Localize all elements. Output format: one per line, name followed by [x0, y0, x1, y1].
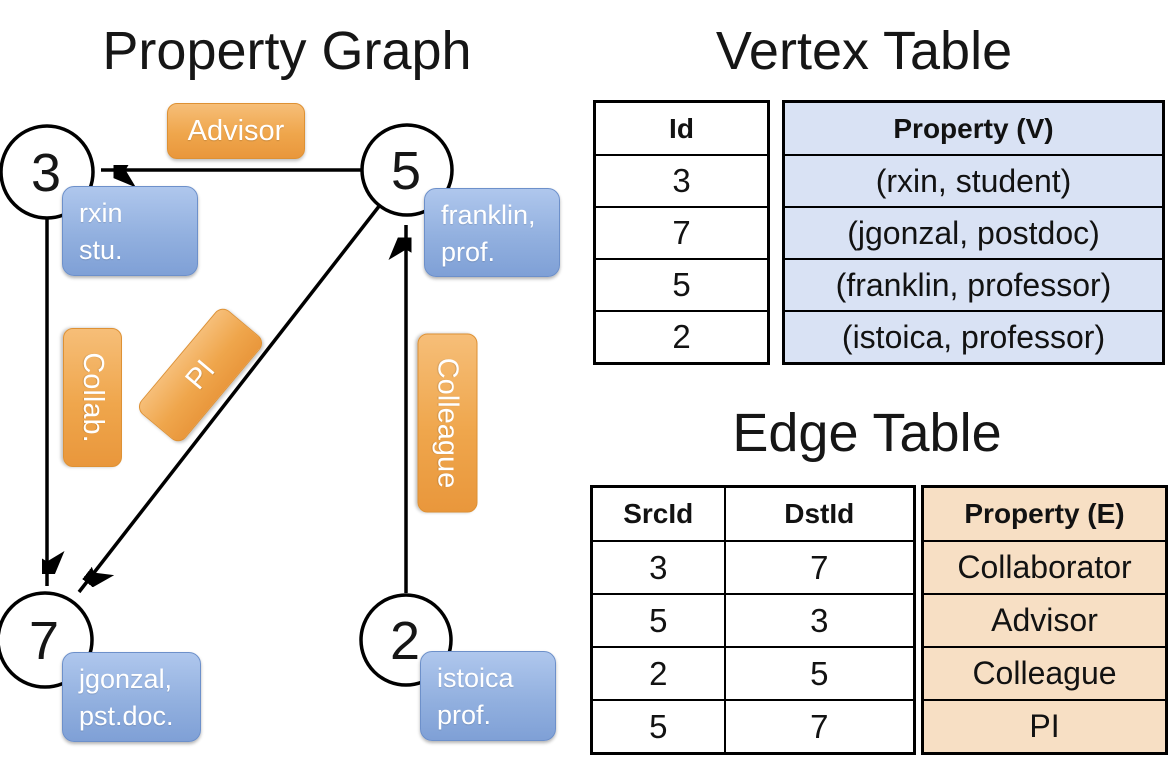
table-row: 5 3 [590, 593, 916, 648]
node-7-property-line2: pst.doc. [79, 701, 174, 731]
edge-label-pi-text: PI [179, 353, 222, 396]
vertex-property-cell: (jgonzal, postdoc) [782, 206, 1165, 260]
node-5-id: 5 [391, 141, 421, 201]
node-5-property-line1: franklin, [441, 200, 536, 230]
node-3-property-line2: stu. [79, 235, 123, 265]
node-7-property-box: jgonzal, pst.doc. [62, 652, 201, 742]
node-2-property-line1: istoica [437, 663, 514, 693]
vertex-table-id-column: Id 3 7 5 2 [593, 100, 770, 365]
edge-dst-cell: 5 [723, 646, 916, 701]
node-7-id: 7 [29, 611, 59, 671]
node-3-property-box: rxin stu. [62, 186, 198, 276]
node-7-property-line1: jgonzal, [79, 664, 173, 694]
node-3-id: 3 [31, 143, 61, 203]
node-2-id: 2 [390, 611, 420, 671]
vertex-table-title: Vertex Table [715, 21, 1013, 81]
vertex-id-cell: 3 [593, 154, 770, 208]
table-row: 3 7 [590, 540, 916, 595]
table-row: 2 [593, 310, 770, 365]
node-2-property-line2: prof. [437, 700, 492, 730]
vertex-id-cell: 5 [593, 258, 770, 312]
vertex-property-cell: (rxin, student) [782, 154, 1165, 208]
property-graph-title: Property Graph [102, 21, 472, 81]
edge-src-cell: 5 [590, 593, 726, 648]
node-3-property-line1: rxin [79, 198, 123, 228]
edge-pi-5-to-7 [77, 203, 382, 594]
edge-label-advisor: Advisor [167, 103, 305, 159]
table-row: 3 [593, 154, 770, 208]
edge-src-cell: 3 [590, 540, 726, 595]
table-row: Collaborator [921, 540, 1168, 595]
edge-table-title: Edge Table [732, 403, 1002, 463]
edge-label-collab: Collab. [63, 328, 122, 467]
edge-property-cell: PI [921, 699, 1168, 755]
node-2-property-box: istoica prof. [420, 651, 556, 741]
table-row: 5 7 [590, 699, 916, 755]
edge-table-src-header: SrcId [590, 485, 726, 542]
table-row: (jgonzal, postdoc) [782, 206, 1165, 260]
table-row: (franklin, professor) [782, 258, 1165, 312]
node-5-property-box: franklin, prof. [424, 188, 560, 277]
vertex-property-cell: (istoica, professor) [782, 310, 1165, 365]
table-row: 2 5 [590, 646, 916, 701]
edge-table-property-header: Property (E) [921, 485, 1168, 542]
node-5-property-line2: prof. [441, 237, 496, 267]
edge-property-cell: Collaborator [921, 540, 1168, 595]
table-row: Advisor [921, 593, 1168, 648]
vertex-id-cell: 2 [593, 310, 770, 365]
table-row: 5 [593, 258, 770, 312]
edge-dst-cell: 7 [723, 699, 916, 755]
edge-label-collab-text: Collab. [77, 352, 109, 443]
edge-label-colleague: Colleague [417, 333, 478, 513]
vertex-property-cell: (franklin, professor) [782, 258, 1165, 312]
edge-label-colleague-text: Colleague [432, 357, 464, 489]
edge-table-id-columns: SrcId DstId 3 7 5 3 2 5 5 7 [590, 485, 916, 755]
edge-property-cell: Advisor [921, 593, 1168, 648]
edge-property-cell: Colleague [921, 646, 1168, 701]
vertex-table-property-header: Property (V) [782, 100, 1165, 156]
edge-dst-cell: 7 [723, 540, 916, 595]
table-row: Colleague [921, 646, 1168, 701]
edge-dst-cell: 3 [723, 593, 916, 648]
edge-src-cell: 5 [590, 699, 726, 755]
table-row: (rxin, student) [782, 154, 1165, 208]
table-row: 7 [593, 206, 770, 260]
table-row: (istoica, professor) [782, 310, 1165, 365]
edge-label-advisor-text: Advisor [187, 114, 285, 147]
property-graph-diagram: 3 5 7 2 [0, 123, 454, 689]
edge-table-dst-header: DstId [723, 485, 916, 542]
edge-src-cell: 2 [590, 646, 726, 701]
vertex-table-property-column: Property (V) (rxin, student) (jgonzal, p… [782, 100, 1165, 365]
edge-table-property-column: Property (E) Collaborator Advisor Collea… [921, 485, 1168, 755]
vertex-table-id-header: Id [593, 100, 770, 156]
table-row: PI [921, 699, 1168, 755]
vertex-id-cell: 7 [593, 206, 770, 260]
